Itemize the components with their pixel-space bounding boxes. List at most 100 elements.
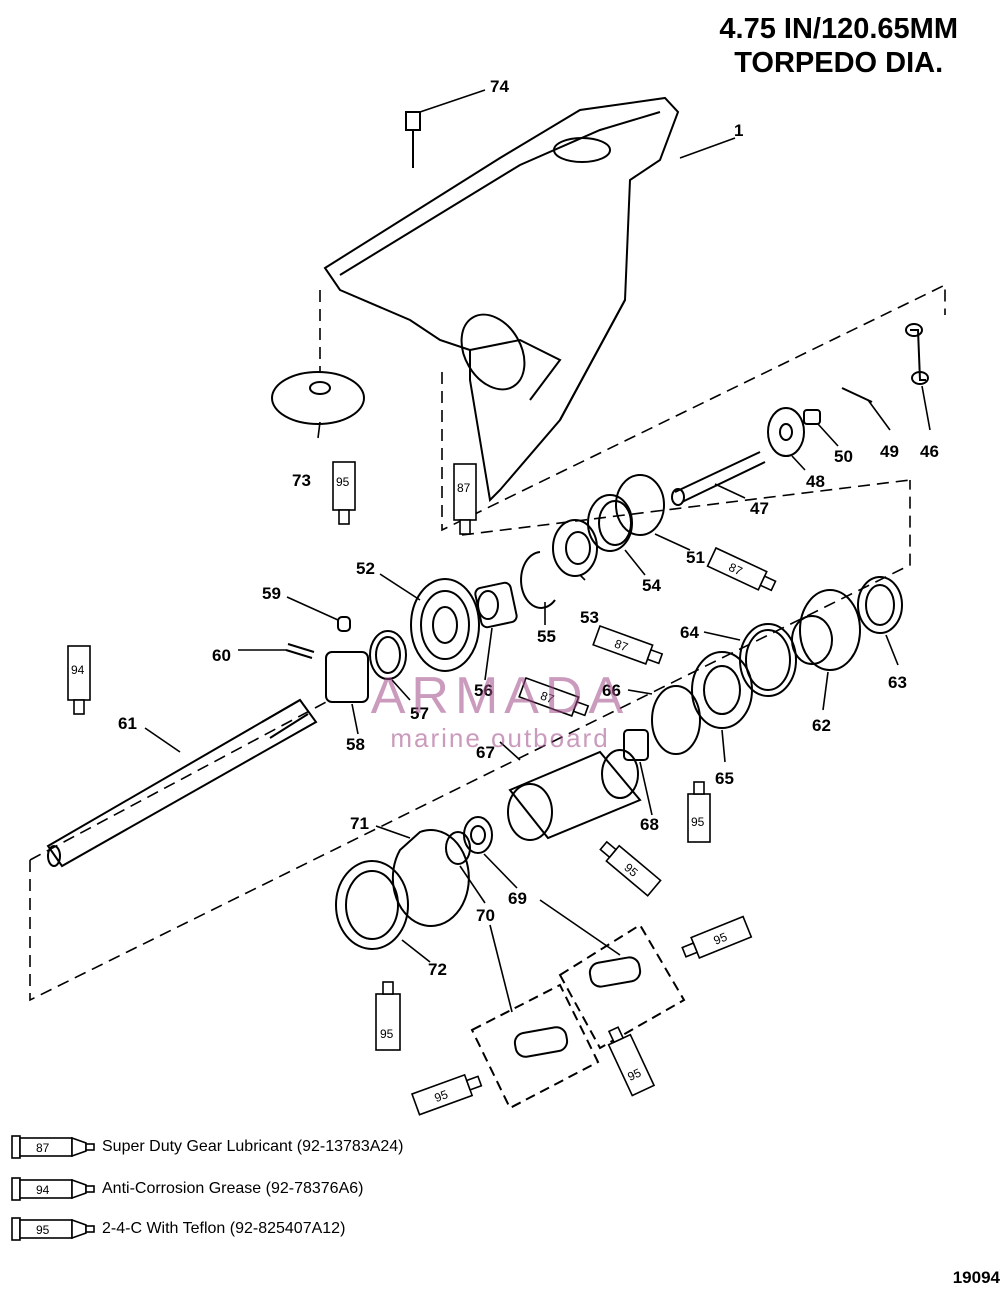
forward-gear-62 bbox=[799, 589, 861, 671]
lubricant-tube-87: 87 bbox=[453, 463, 477, 535]
part-label: 62 bbox=[812, 716, 831, 735]
pinion-gear-52 bbox=[410, 578, 480, 672]
title-line-2: TORPEDO DIA. bbox=[734, 47, 944, 79]
shift-shaft-47 bbox=[674, 451, 766, 503]
diagram-title: 4.75 IN/120.65MM TORPEDO DIA. bbox=[719, 12, 958, 80]
lubricant-tube-94: 94 bbox=[67, 645, 91, 715]
lubricant-tube-87: 87 bbox=[592, 624, 664, 665]
part-label: 63 bbox=[888, 673, 907, 692]
svg-text:87: 87 bbox=[539, 689, 557, 707]
part-label: 60 bbox=[212, 646, 231, 665]
part-label: 57 bbox=[410, 704, 429, 723]
o-ring-66 bbox=[651, 685, 701, 755]
cotter-pin-49 bbox=[841, 387, 873, 403]
svg-text:95: 95 bbox=[433, 1087, 451, 1105]
pin-50 bbox=[803, 409, 821, 425]
detent-ball-59 bbox=[337, 616, 351, 632]
lubricant-tube-95: 95 bbox=[375, 981, 401, 1051]
svg-text:87: 87 bbox=[727, 560, 745, 578]
washer-73 bbox=[271, 371, 365, 425]
guide-line-d bbox=[29, 699, 331, 861]
legend-item-87: 87 Super Duty Gear Lubricant (92-13783A2… bbox=[10, 1134, 570, 1164]
propeller-shaft-61 bbox=[46, 698, 318, 868]
part-label: 68 bbox=[640, 815, 659, 834]
svg-text:95: 95 bbox=[336, 475, 350, 489]
part-label: 58 bbox=[346, 735, 365, 754]
part-label: 51 bbox=[686, 548, 705, 567]
needle-bearing-56 bbox=[474, 581, 518, 629]
part-label: 54 bbox=[642, 576, 661, 595]
svg-text:95: 95 bbox=[380, 1027, 394, 1041]
bearing-cup-63 bbox=[857, 576, 903, 634]
part-label: 66 bbox=[602, 681, 621, 700]
svg-text:87: 87 bbox=[36, 1141, 50, 1155]
bearing-carrier-67 bbox=[508, 750, 642, 840]
legend-tube-icon: 95 bbox=[11, 1217, 95, 1241]
lubricant-tube-95: 95 bbox=[681, 915, 753, 959]
legend-text: 2-4-C With Teflon (92-825407A12) bbox=[102, 1220, 346, 1237]
collar-48 bbox=[767, 407, 805, 457]
part-label: 55 bbox=[537, 627, 556, 646]
part-label: 47 bbox=[750, 499, 769, 518]
part-label: 65 bbox=[715, 769, 734, 788]
part-label: 52 bbox=[356, 559, 375, 578]
bearing-cup-54 bbox=[587, 494, 633, 552]
lubricant-tube-95: 95 bbox=[332, 461, 356, 525]
needle-bearing-68 bbox=[623, 729, 649, 761]
part-label: 74 bbox=[490, 77, 509, 96]
part-label: 48 bbox=[806, 472, 825, 491]
part-label: 61 bbox=[118, 714, 137, 733]
lubricant-tube-95: 95 bbox=[410, 1073, 483, 1116]
part-label: 49 bbox=[880, 442, 899, 461]
legend-text: Anti-Corrosion Grease (92-78376A6) bbox=[102, 1180, 364, 1197]
title-line-1: 4.75 IN/120.65MM bbox=[719, 13, 958, 45]
armada-watermark: ARMADA marine outboard bbox=[340, 668, 660, 752]
svg-text:87: 87 bbox=[457, 481, 471, 495]
svg-text:94: 94 bbox=[36, 1183, 50, 1197]
shift-link-46 bbox=[910, 329, 926, 381]
watermark-brand: ARMADA bbox=[370, 667, 630, 725]
part-label: 70 bbox=[476, 906, 495, 925]
race-64 bbox=[739, 623, 797, 697]
gear-housing bbox=[323, 96, 680, 503]
lubricant-tube-95: 95 bbox=[607, 1026, 656, 1097]
retaining-ring-55 bbox=[520, 551, 556, 609]
tapered-bearing-53 bbox=[552, 519, 598, 577]
legend-text: Super Duty Gear Lubricant (92-13783A24) bbox=[102, 1138, 404, 1155]
clutch-58 bbox=[325, 651, 369, 703]
part-label: 67 bbox=[476, 743, 495, 762]
watermark-tagline: marine outboard bbox=[390, 723, 610, 753]
race-51 bbox=[615, 474, 665, 536]
svg-text:95: 95 bbox=[712, 930, 730, 948]
legend-tube-icon: 94 bbox=[11, 1177, 95, 1201]
pin-60 bbox=[285, 643, 315, 659]
svg-text:95: 95 bbox=[691, 815, 705, 829]
part-label: 73 bbox=[292, 471, 311, 490]
lubricant-tube-95: 95 bbox=[599, 840, 662, 897]
legend-tube-icon: 87 bbox=[11, 1135, 95, 1159]
part-label: 72 bbox=[428, 960, 447, 979]
part-label: 56 bbox=[474, 681, 493, 700]
document-number: 19094 bbox=[952, 1268, 1000, 1287]
legend-item-95: 95 2-4-C With Teflon (92-825407A12) bbox=[10, 1216, 570, 1246]
bearing-carrier-72 bbox=[335, 860, 409, 950]
tab-washer-71 bbox=[391, 829, 470, 927]
part-label: 71 bbox=[350, 814, 369, 833]
legend-item-94: 94 Anti-Corrosion Grease (92-78376A6) bbox=[10, 1176, 570, 1206]
part-label: 53 bbox=[580, 608, 599, 627]
part-label: 46 bbox=[920, 442, 939, 461]
ball-bearing-65 bbox=[691, 651, 753, 729]
svg-text:95: 95 bbox=[625, 1065, 643, 1083]
nut-69 bbox=[463, 816, 493, 854]
washer-70 bbox=[445, 831, 471, 865]
part-label: 1 bbox=[734, 121, 743, 140]
guide-line-b bbox=[441, 283, 946, 532]
part-label: 64 bbox=[680, 623, 699, 642]
svg-text:95: 95 bbox=[36, 1223, 50, 1237]
guide-line-c bbox=[29, 480, 911, 1002]
lubricant-tube-87: 87 bbox=[706, 546, 777, 592]
svg-text:87: 87 bbox=[613, 637, 631, 655]
lubricant-tube-95: 95 bbox=[687, 781, 711, 843]
lubricant-tube-87: 87 bbox=[518, 676, 590, 717]
